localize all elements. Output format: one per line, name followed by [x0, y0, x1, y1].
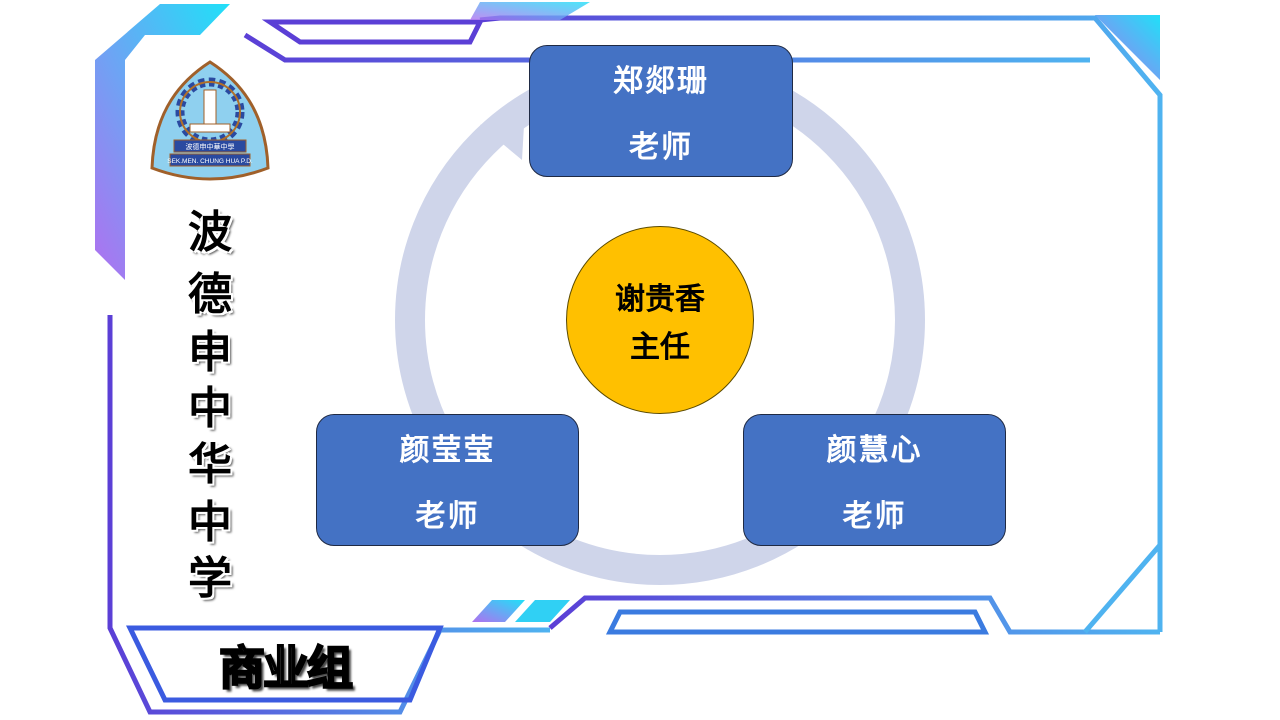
- center-head-circle: 谢贵香 主任: [566, 226, 754, 414]
- member-name: 郑郯珊: [613, 64, 709, 99]
- member-box-top: 郑郯珊 老师: [529, 45, 793, 177]
- school-name-char: 德: [188, 269, 232, 320]
- member-title: 老师: [629, 130, 693, 165]
- school-name-char: 中: [188, 497, 232, 548]
- member-box-right: 颜慧心 老师: [743, 414, 1006, 546]
- member-name: 颜莹莹: [399, 433, 496, 468]
- school-name-char: 中: [188, 383, 232, 434]
- cycle-arrowhead: [480, 108, 525, 160]
- member-title: 老师: [842, 499, 907, 534]
- school-logo: SEK.MEN. CHUNG HUA P.D. 波德申中華中學: [150, 60, 270, 181]
- head-title: 主任: [630, 330, 690, 365]
- member-box-left: 颜莹莹 老师: [316, 414, 579, 546]
- school-name-char: 华: [188, 439, 232, 490]
- school-name-char: 学: [188, 553, 232, 604]
- department-label: 商业组: [218, 640, 354, 696]
- head-name: 谢贵香: [615, 282, 705, 317]
- member-name: 颜慧心: [826, 433, 923, 468]
- school-name-char: 申: [188, 327, 232, 378]
- svg-text:波德申中華中學: 波德申中華中學: [186, 142, 235, 151]
- school-name-char: 波: [188, 207, 232, 258]
- svg-text:SEK.MEN. CHUNG HUA P.D.: SEK.MEN. CHUNG HUA P.D.: [167, 158, 253, 165]
- member-title: 老师: [415, 499, 480, 534]
